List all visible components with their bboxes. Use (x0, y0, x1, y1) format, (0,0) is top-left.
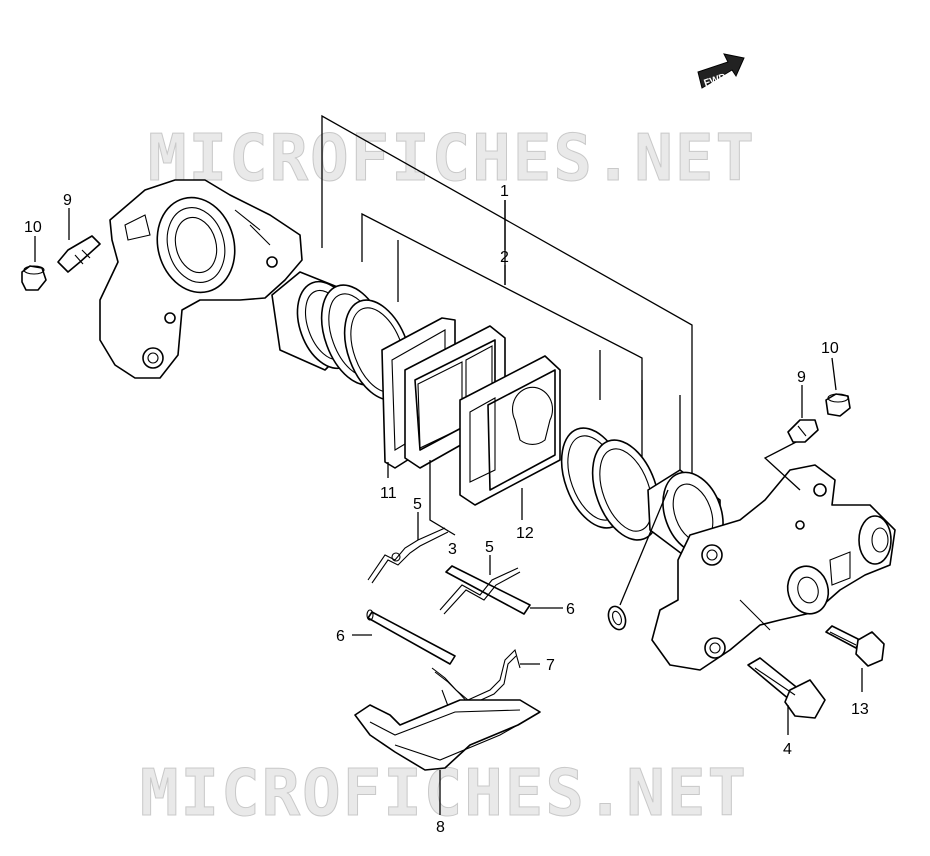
callout-12: 12 (516, 525, 534, 542)
leader-3 (429, 460, 456, 536)
callout-11: 11 (380, 485, 397, 502)
pad-spring-upper (367, 527, 449, 584)
pad-pin-middle (439, 565, 531, 615)
callout-3: 3 (448, 541, 457, 558)
callout-2: 2 (500, 249, 509, 266)
o-ring-small (607, 605, 627, 631)
pad-pin-lower (366, 609, 456, 665)
bleeder-screw-right (787, 419, 819, 443)
seal-rings-right (560, 427, 661, 541)
caliper-cover-8 (354, 699, 541, 771)
bolt-4 (747, 657, 826, 719)
leader-10b (831, 357, 837, 391)
callout-5b: 5 (485, 539, 494, 556)
callout-6b: 6 (336, 628, 345, 645)
bleeder-cap-left (21, 265, 47, 291)
callout-10b: 10 (821, 340, 839, 357)
bolt-13 (825, 625, 885, 667)
callout-13: 13 (851, 701, 869, 718)
brake-pad-right (459, 355, 561, 506)
callout-9b: 9 (797, 369, 806, 386)
callout-1: 1 (500, 183, 509, 200)
left-caliper-body (99, 179, 303, 379)
callout-7: 7 (546, 657, 555, 674)
callout-5a: 5 (413, 496, 422, 513)
bleeder-screw-left (57, 235, 101, 273)
bleeder-cap-right (825, 393, 851, 417)
watermark-top: MICROFICHES.NET (148, 122, 756, 196)
leader-bleeder-right (763, 439, 801, 491)
right-caliper-body (651, 464, 896, 671)
callout-6a: 6 (566, 601, 575, 618)
leader-o-ring (619, 489, 669, 606)
bracket-lines (321, 114, 693, 500)
callout-10a: 10 (24, 219, 42, 236)
fwd-arrow-icon: FWD (697, 53, 745, 89)
callout-8: 8 (436, 819, 445, 836)
callout-9a: 9 (63, 192, 72, 209)
callout-4: 4 (783, 741, 792, 758)
